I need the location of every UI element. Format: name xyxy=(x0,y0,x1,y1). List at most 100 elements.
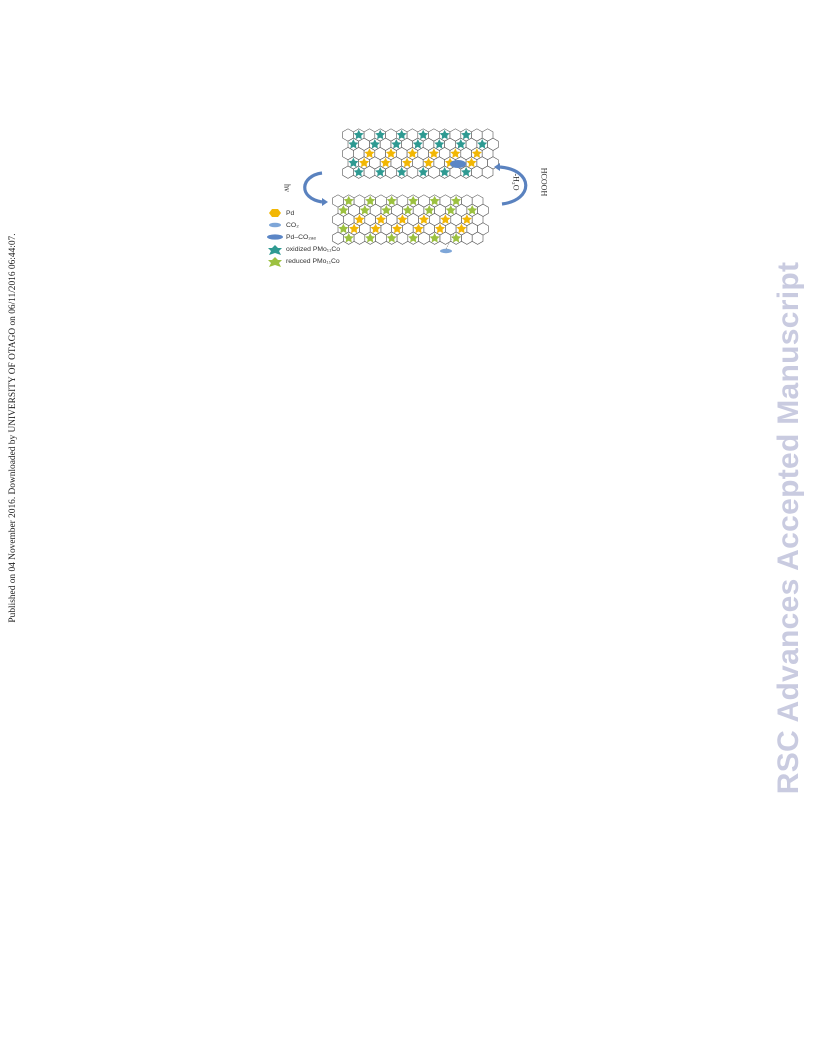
oxidized-graphene-sheet xyxy=(342,128,499,179)
reduced-cluster xyxy=(467,205,478,215)
graphene-hexagon xyxy=(385,165,397,179)
pd-nanoparticle xyxy=(380,157,391,168)
legend-item-reduced: reduced PMo₁₁Co xyxy=(266,256,376,268)
oxidized-cluster xyxy=(455,139,466,149)
legend-item-co2: CO₂ xyxy=(266,219,376,231)
pd-nanoparticle xyxy=(456,223,467,234)
oxidized-cluster xyxy=(353,166,364,177)
reduced-cluster xyxy=(338,223,349,234)
legend-item-pd: Pd xyxy=(266,207,376,219)
graphene-hexagon xyxy=(439,231,452,245)
oxidized-cluster xyxy=(418,166,429,177)
reduced-cluster xyxy=(386,232,397,243)
reduced-cluster xyxy=(343,232,354,243)
graphene-hexagon xyxy=(471,165,483,179)
pd-nanoparticle xyxy=(466,157,477,168)
cycle-arrow-right xyxy=(499,165,528,206)
reduced-cluster xyxy=(408,195,419,206)
graphene-hexagon xyxy=(471,231,484,245)
legend-item-pd-co2: Pd–CO₂ₐₑ xyxy=(266,231,376,243)
pd-nanoparticle xyxy=(450,148,461,158)
oxidized-cluster xyxy=(461,129,472,140)
publication-note-text: Published on 04 November 2016. Downloade… xyxy=(8,233,18,623)
graphene-hexagon xyxy=(406,165,419,179)
reduced-cluster xyxy=(343,195,354,206)
graphene-hexagon xyxy=(461,231,473,245)
reduced-cluster xyxy=(386,195,397,206)
oxidized-cluster xyxy=(375,129,386,140)
oxidized-cluster xyxy=(461,166,472,177)
pd-nanoparticle xyxy=(397,214,408,224)
oxidized-cluster xyxy=(439,129,450,140)
reduced-cluster xyxy=(359,205,370,215)
pd-nanoparticle xyxy=(461,214,472,224)
oxidized-cluster xyxy=(477,139,488,149)
pd-nanoparticle xyxy=(364,148,375,158)
pd-co2-swatch-icon xyxy=(267,234,283,241)
oxidized-cluster xyxy=(396,166,407,177)
graphene-hexagon xyxy=(342,165,354,179)
oxidized-cluster xyxy=(375,166,386,177)
legend-item-oxidized: oxidized PMo₁₁Co xyxy=(266,244,376,256)
oxidized-cluster xyxy=(412,139,423,149)
figure-legend: Pd CO₂ Pd–CO₂ₐₑ oxidized PMo₁₁Co reduced… xyxy=(266,207,376,268)
graphene-sheets-diagram xyxy=(303,128,528,254)
reduced-cluster xyxy=(365,195,376,206)
pd-nanoparticle xyxy=(428,148,439,158)
co2-link-line xyxy=(445,233,455,250)
oxidized-cluster xyxy=(348,139,359,149)
oxidized-cluster xyxy=(396,129,407,140)
pd-nanoparticle xyxy=(349,223,360,234)
co2-molecule xyxy=(440,248,452,254)
oxidized-cluster xyxy=(434,139,445,149)
reduced-cluster xyxy=(429,232,440,243)
cycle-arrow-left xyxy=(303,171,323,204)
oxidized-cluster xyxy=(418,129,429,140)
graphene-hexagon xyxy=(481,165,494,179)
reduced-cluster xyxy=(338,205,349,215)
pd-nanoparticle xyxy=(413,223,424,234)
cycle-arrow-left-head xyxy=(322,198,328,206)
reduced-cluster xyxy=(408,232,419,243)
pd-nanoparticle xyxy=(402,157,413,168)
reduced-cluster xyxy=(451,232,462,243)
reduced-cluster xyxy=(381,205,392,215)
oxidized-cluster xyxy=(439,166,450,177)
pd-nanoparticle xyxy=(385,148,396,158)
reduced-cluster xyxy=(429,195,440,206)
oxidized-cluster xyxy=(369,139,380,149)
reduced-graphene-sheet xyxy=(332,194,489,245)
oxidized-cluster xyxy=(348,157,359,168)
pd-swatch-icon xyxy=(269,209,281,218)
pd-co2-site xyxy=(450,160,466,168)
pd-nanoparticle xyxy=(440,214,451,224)
pd-nanoparticle xyxy=(407,148,418,158)
cycle-arrow-right-head xyxy=(494,163,500,171)
pd-nanoparticle xyxy=(392,223,403,234)
oxidized-cluster xyxy=(391,139,402,149)
graphene-hexagon xyxy=(428,165,440,179)
watermark-text: RSC Advances Accepted Manuscript xyxy=(772,261,805,795)
pd-nanoparticle xyxy=(370,223,381,234)
pd-nanoparticle xyxy=(359,157,370,168)
graphene-hexagon xyxy=(396,231,409,245)
pd-nanoparticle xyxy=(435,223,445,234)
reduced-cluster-swatch-icon xyxy=(268,256,282,267)
reduced-cluster xyxy=(402,205,413,215)
pd-nanoparticle xyxy=(423,157,434,168)
catalytic-cycle-figure xyxy=(262,124,556,270)
pd-nanoparticle xyxy=(375,214,386,224)
pd-nanoparticle xyxy=(471,148,482,158)
graphene-hexagon xyxy=(418,231,430,245)
graphene-hexagon xyxy=(363,165,376,179)
reduced-cluster xyxy=(365,232,376,243)
oxidized-cluster xyxy=(353,129,364,140)
reduced-cluster xyxy=(451,195,462,206)
reduced-cluster xyxy=(424,205,435,215)
reduced-cluster xyxy=(445,205,456,215)
pd-nanoparticle xyxy=(354,214,365,224)
co2-swatch-icon xyxy=(269,222,281,228)
graphene-hexagon xyxy=(375,231,387,245)
pd-nanoparticle xyxy=(418,214,429,224)
oxidized-cluster-swatch-icon xyxy=(268,244,282,255)
